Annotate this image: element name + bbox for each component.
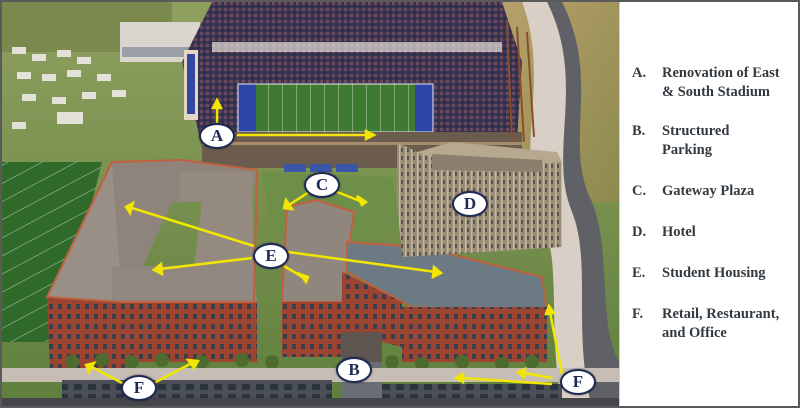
legend-label: Student Housing — [662, 265, 766, 281]
legend-letter: C. — [632, 183, 647, 199]
callout-marker-f-left: F — [121, 375, 157, 401]
site-plan-illustration — [2, 2, 619, 406]
legend-letter: A. — [632, 65, 647, 81]
legend-label: Structured Parking — [662, 123, 730, 158]
callout-marker-a: A — [199, 123, 235, 149]
callout-marker-d: D — [452, 191, 488, 217]
legend-letter: B. — [632, 123, 646, 139]
legend-label: Gateway Plaza — [662, 183, 755, 199]
legend-letter: E. — [632, 265, 646, 281]
legend-label: Renovation of East & South Stadium — [662, 65, 780, 100]
legend-item-e: E. Student Housing — [632, 264, 794, 283]
legend-item-b: B. Structured Parking — [632, 122, 794, 160]
legend-label: Hotel — [662, 224, 696, 240]
legend-item-c: C. Gateway Plaza — [632, 182, 794, 201]
callout-marker-f-right: F — [560, 369, 596, 395]
legend-letter: D. — [632, 224, 647, 240]
aerial-rendering: A C D E B F F — [2, 2, 619, 406]
callout-arrows — [84, 97, 564, 386]
legend-label: Retail, Restaurant, and Office — [662, 306, 780, 341]
legend-item-a: A. Renovation of East & South Stadium — [632, 64, 794, 102]
callout-marker-e: E — [253, 243, 289, 269]
legend-item-d: D. Hotel — [632, 223, 794, 242]
callout-marker-c: C — [304, 172, 340, 198]
legend-item-f: F. Retail, Restaurant, and Office — [632, 305, 794, 343]
legend-panel: A. Renovation of East & South Stadium B.… — [619, 2, 798, 406]
callout-marker-b: B — [336, 357, 372, 383]
legend-letter: F. — [632, 306, 644, 322]
